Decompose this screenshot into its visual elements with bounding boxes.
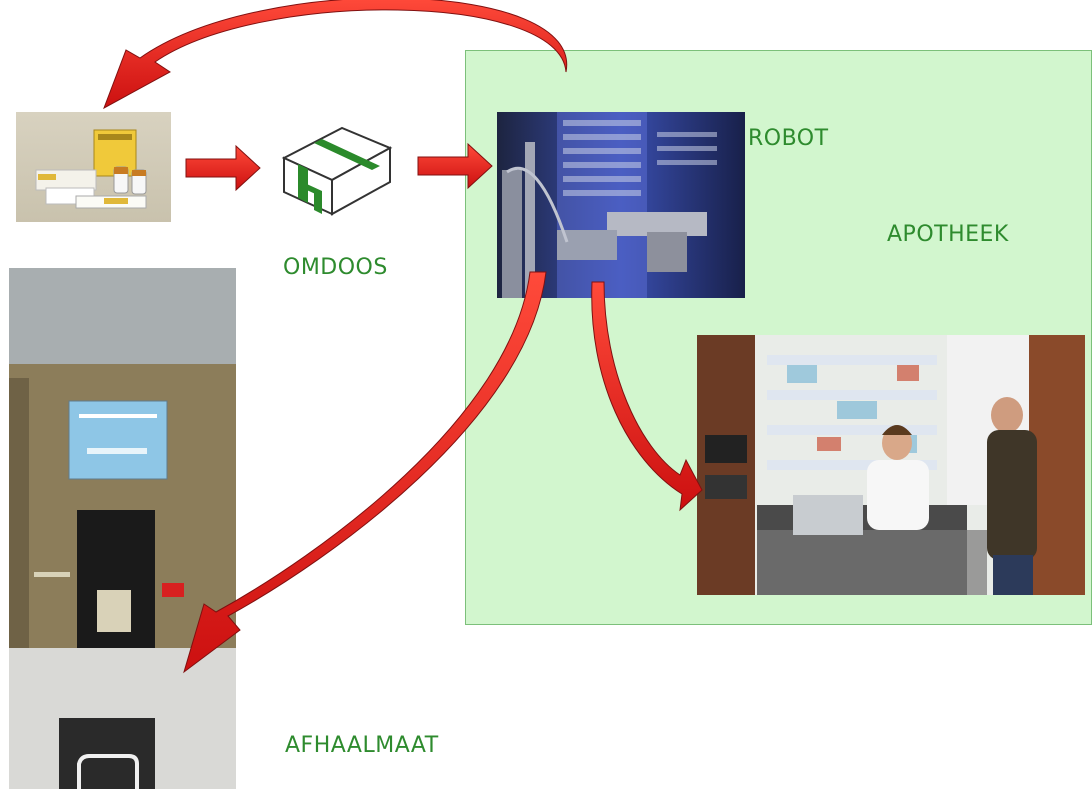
- omdoos-label: OMDOOS: [283, 255, 388, 280]
- pharmacy-counter-photo: [697, 335, 1085, 595]
- robot-label: ROBOT: [748, 126, 829, 151]
- pickup-machine-photo: [9, 268, 236, 789]
- box-icon: [278, 120, 396, 218]
- apotheek-label: APOTHEEK: [887, 222, 1009, 247]
- robot-photo: [497, 112, 745, 298]
- afhaalmaat-label: AFHAALMAAT: [285, 733, 439, 758]
- arrow-to-box-icon: [185, 144, 261, 192]
- medicine-packages-photo: [16, 112, 171, 222]
